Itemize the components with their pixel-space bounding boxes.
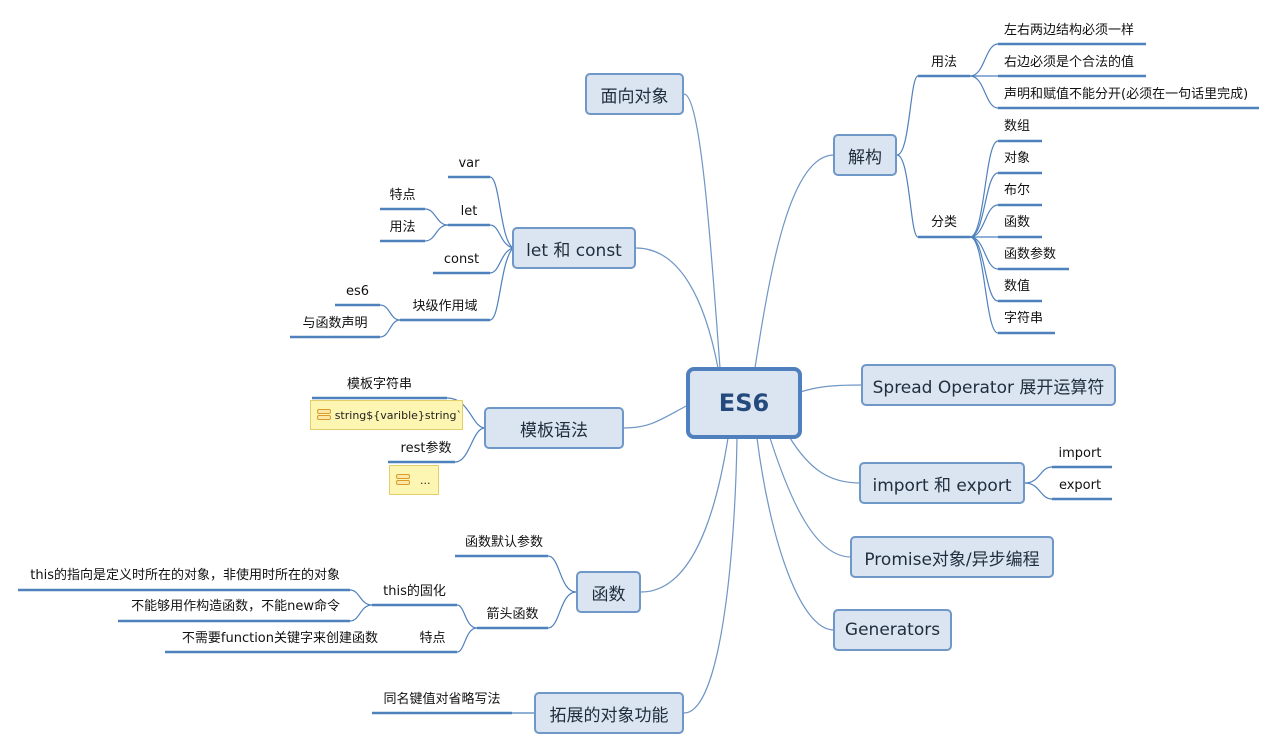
- subtopic-rest-params[interactable]: rest参数: [400, 441, 452, 456]
- subtopic-import[interactable]: import: [1058, 446, 1102, 461]
- category-item[interactable]: 数组: [1004, 119, 1031, 134]
- subtopic-function-declaration[interactable]: 与函数声明: [302, 316, 368, 331]
- subtopic-this-binding[interactable]: this的固化: [383, 584, 446, 599]
- topic-promise[interactable]: Promise对象/异步编程: [850, 536, 1054, 578]
- subtopic-var[interactable]: var: [458, 156, 480, 171]
- subtopic-template-string[interactable]: 模板字符串: [346, 377, 412, 392]
- subtopic-arrow-feature[interactable]: 特点: [419, 631, 446, 646]
- topic-template-syntax[interactable]: 模板语法: [484, 407, 624, 449]
- subtopic-shorthand-properties[interactable]: 同名键值对省略写法: [383, 692, 501, 707]
- topic-functions[interactable]: 函数: [576, 571, 641, 613]
- subtopic-arrow-functions[interactable]: 箭头函数: [486, 607, 539, 622]
- subtopic-destructuring-category[interactable]: 分类: [930, 215, 957, 230]
- subtopic-no-function-keyword[interactable]: 不需要function关键字来创建函数: [181, 631, 378, 646]
- subtopic-export[interactable]: export: [1058, 478, 1102, 493]
- usage-item[interactable]: 左右两边结构必须一样: [1004, 23, 1135, 38]
- subtopic-const[interactable]: const: [443, 252, 480, 267]
- subtopic-destructuring-usage[interactable]: 用法: [930, 55, 957, 70]
- topic-import-export[interactable]: import 和 export: [859, 462, 1025, 504]
- category-item[interactable]: 函数: [1004, 215, 1031, 230]
- subtopic-es6[interactable]: es6: [345, 284, 370, 299]
- topic-generators[interactable]: Generators: [833, 609, 952, 651]
- subtopic-default-params[interactable]: 函数默认参数: [464, 535, 543, 550]
- topic-spread-operator[interactable]: Spread Operator 展开运算符: [861, 364, 1116, 406]
- central-topic-es6[interactable]: ES6: [686, 367, 802, 439]
- note-icon: [396, 474, 410, 486]
- topic-let-const[interactable]: let 和 const: [512, 227, 636, 269]
- subtopic-let[interactable]: let: [460, 204, 478, 219]
- category-item[interactable]: 布尔: [1004, 183, 1031, 198]
- category-item[interactable]: 函数参数: [1004, 247, 1057, 262]
- note-template-string[interactable]: string${varible}string`: [310, 400, 463, 430]
- note-rest-params[interactable]: ...: [389, 465, 439, 495]
- category-item[interactable]: 数值: [1004, 279, 1031, 294]
- note-text: ...: [420, 473, 431, 487]
- subtopic-let-usage[interactable]: 用法: [389, 220, 416, 235]
- category-item[interactable]: 对象: [1004, 151, 1031, 166]
- subtopic-block-scope[interactable]: 块级作用域: [412, 299, 478, 314]
- category-item[interactable]: 字符串: [1004, 311, 1044, 326]
- topic-destructuring[interactable]: 解构: [833, 134, 897, 176]
- subtopic-no-constructor[interactable]: 不能够用作构造函数，不能new命令: [131, 599, 340, 614]
- subtopic-let-feature[interactable]: 特点: [389, 188, 416, 203]
- topic-object-extensions[interactable]: 拓展的对象功能: [534, 692, 684, 734]
- usage-item[interactable]: 右边必须是个合法的值: [1004, 55, 1135, 70]
- note-text: string${varible}string`: [334, 408, 462, 422]
- subtopic-this-description[interactable]: this的指向是定义时所在的对象，非使用时所在的对象: [30, 568, 340, 583]
- topic-oop[interactable]: 面向对象: [585, 73, 684, 115]
- note-icon: [317, 409, 331, 421]
- usage-item[interactable]: 声明和赋值不能分开(必须在一句话里完成): [1004, 87, 1249, 102]
